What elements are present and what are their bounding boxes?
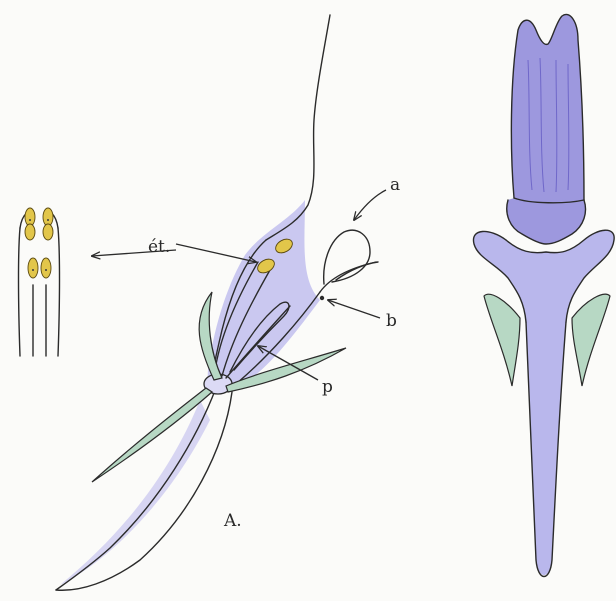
flower-section-icon: [56, 15, 378, 590]
whole-flower-icon: [473, 14, 614, 576]
label-stamens: ét.: [148, 237, 170, 257]
stamen-detail-icon: [19, 208, 60, 356]
label-p: p: [322, 377, 333, 397]
figure-label: A.: [223, 511, 242, 531]
arrow-stamens-to-section: [176, 244, 256, 262]
label-b: b: [386, 311, 397, 331]
arrow-b: [328, 300, 380, 318]
label-a: a: [390, 175, 400, 195]
arrow-a: [354, 190, 386, 220]
